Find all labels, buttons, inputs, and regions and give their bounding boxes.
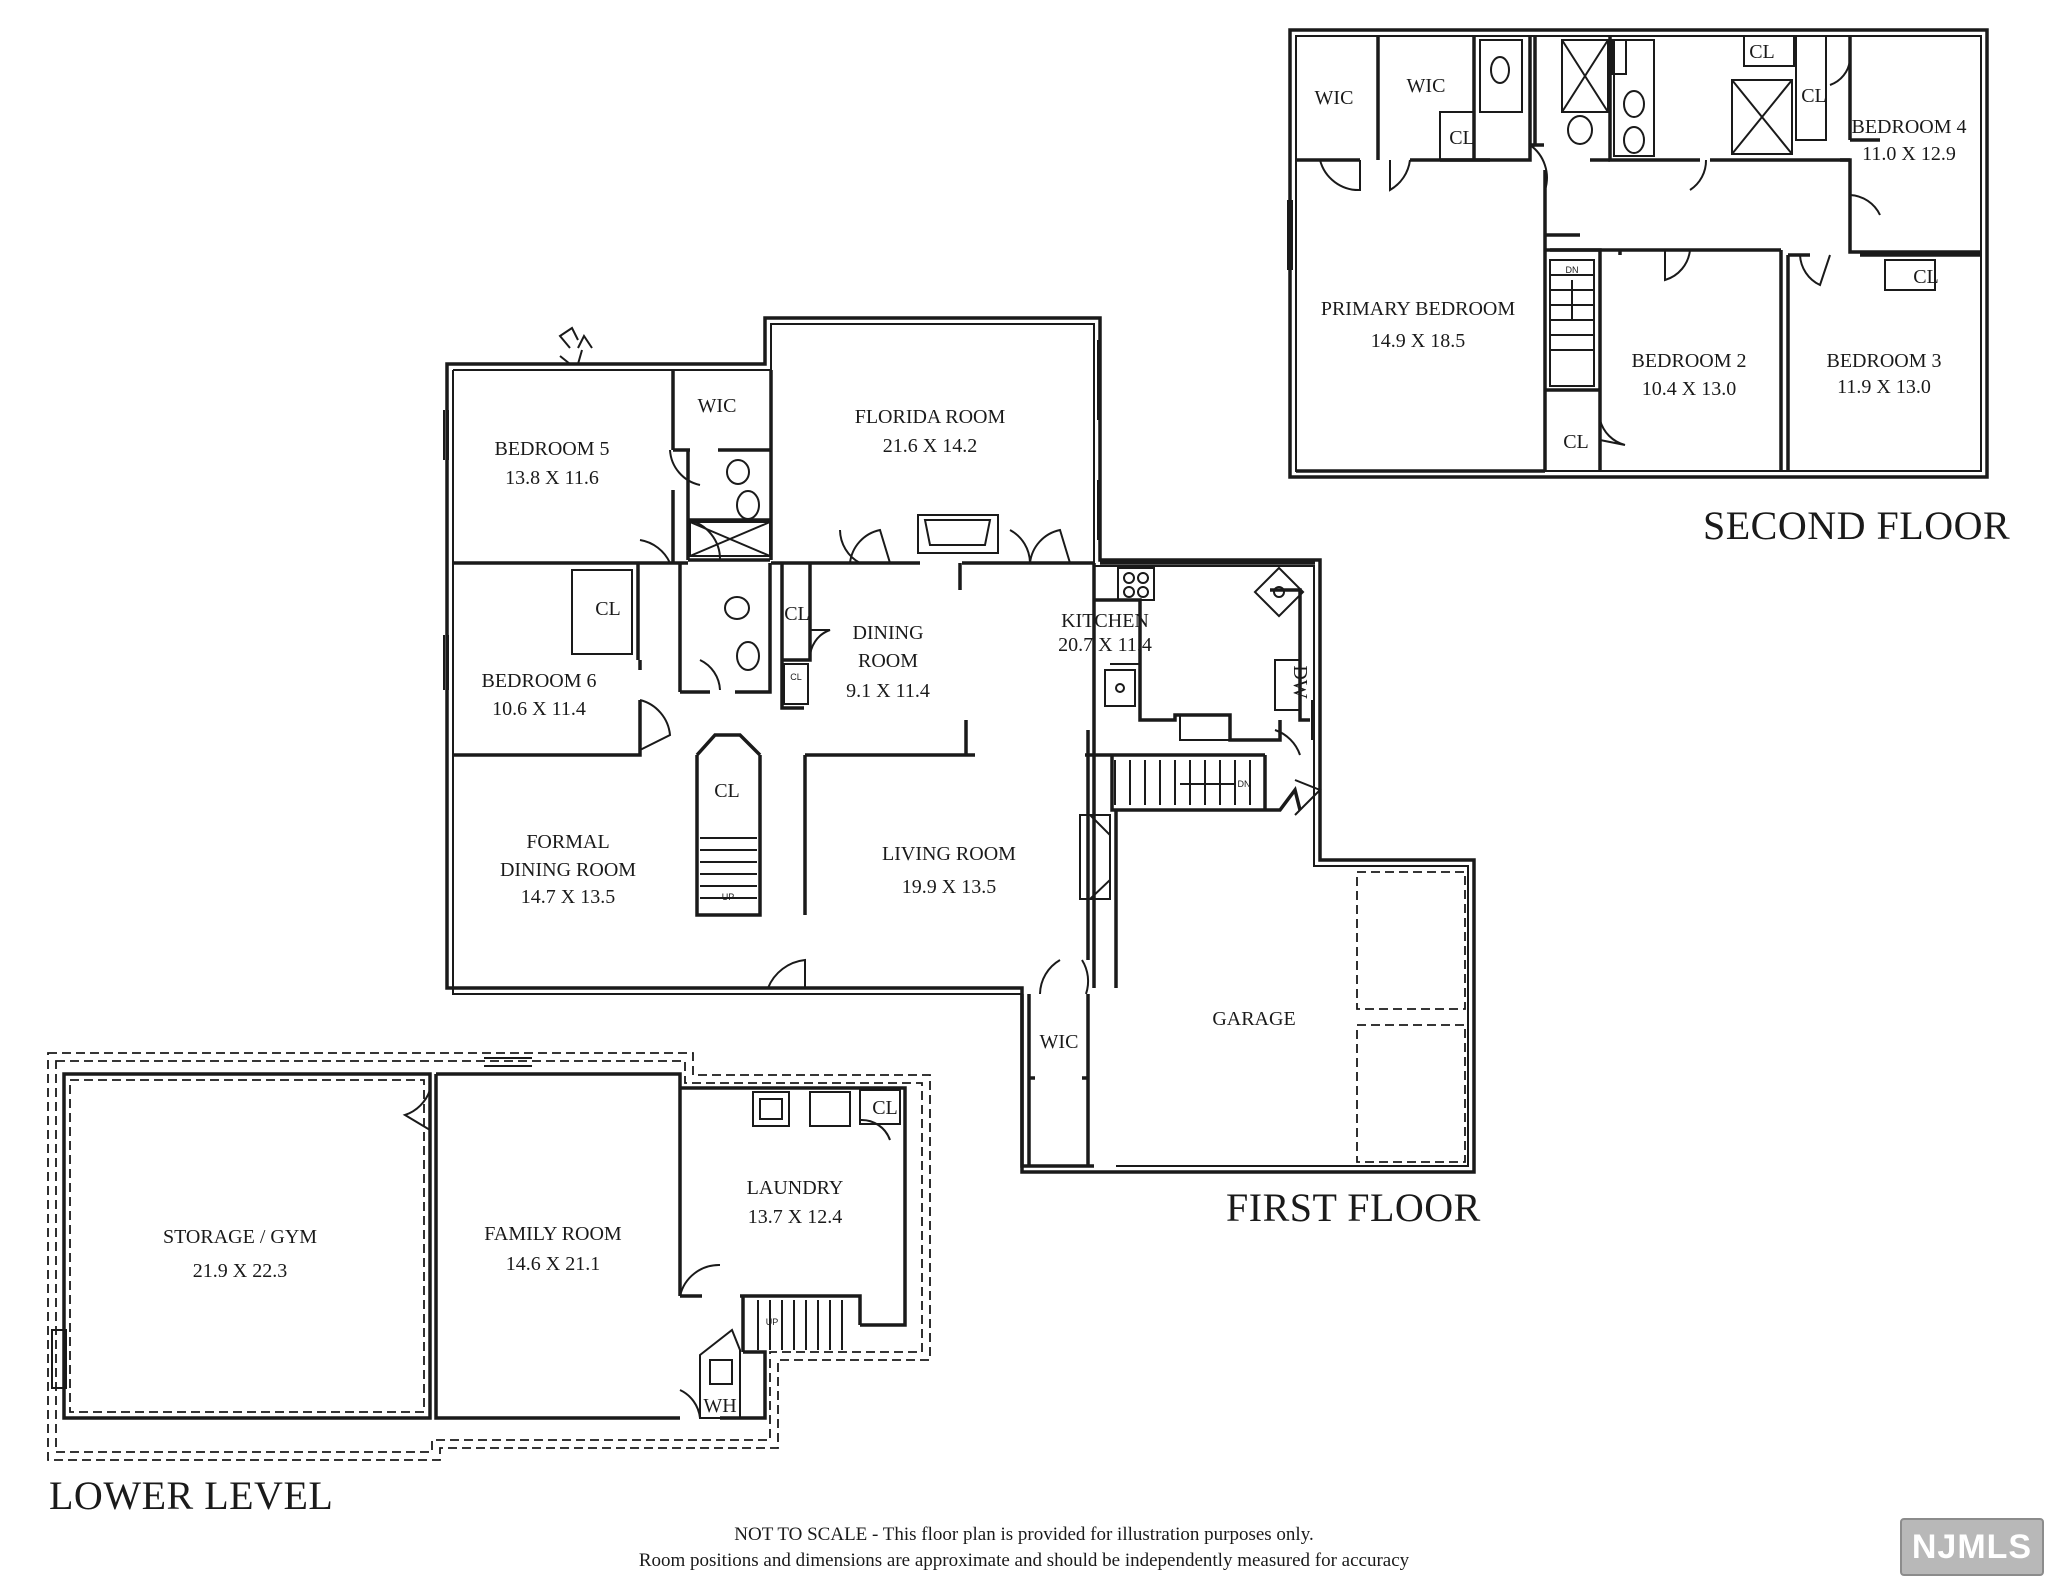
second-floor bbox=[1287, 28, 1989, 479]
room-label-dining-room: ROOM bbox=[858, 650, 918, 672]
room-label-formal-dining-room: DINING ROOM bbox=[500, 859, 636, 881]
room-label-closet: CL bbox=[595, 598, 621, 620]
room-dimensions-bedroom-5: 13.8 X 11.6 bbox=[505, 467, 599, 489]
room-label-wic: WIC bbox=[1407, 75, 1446, 97]
room-label-wic: WIC bbox=[1315, 87, 1354, 109]
room-label-formal-dining-room: FORMAL bbox=[526, 831, 609, 853]
room-label-primary-bedroom: PRIMARY BEDROOM bbox=[1321, 298, 1516, 320]
disclaimer-line-2: Room positions and dimensions are approx… bbox=[638, 1550, 1410, 1571]
room-dimensions-bedroom-6: 10.6 X 11.4 bbox=[492, 698, 586, 720]
room-label-bedroom-4: BEDROOM 4 bbox=[1851, 116, 1966, 138]
disclaimer-line-1: NOT TO SCALE - This floor plan is provid… bbox=[734, 1524, 1314, 1545]
lower-level bbox=[47, 1052, 931, 1461]
room-dimensions-dining-room: 9.1 X 11.4 bbox=[846, 680, 930, 702]
room-label-storage-gym: STORAGE / GYM bbox=[163, 1226, 317, 1248]
room-dimensions-bedroom-4: 11.0 X 12.9 bbox=[1862, 143, 1956, 165]
room-label-closet: CL bbox=[784, 603, 810, 625]
room-dimensions-florida-room: 21.6 X 14.2 bbox=[883, 435, 977, 457]
room-label-closet: CL bbox=[1801, 85, 1827, 107]
room-dimensions-bedroom-2: 10.4 X 13.0 bbox=[1642, 378, 1736, 400]
room-label-bedroom-3: BEDROOM 3 bbox=[1826, 350, 1941, 372]
room-label-closet: CL bbox=[714, 780, 740, 802]
room-label-bedroom-6: BEDROOM 6 bbox=[481, 670, 596, 692]
room-label-water-heater: WH bbox=[703, 1395, 736, 1417]
room-label-closet: CL bbox=[790, 672, 802, 682]
room-label-bedroom-2: BEDROOM 2 bbox=[1631, 350, 1746, 372]
dishwasher-label: DW bbox=[1289, 665, 1311, 698]
stair-direction-label: UP bbox=[766, 1317, 779, 1327]
njmls-logo: NJMLS bbox=[1900, 1518, 2044, 1576]
room-label-bedroom-5: BEDROOM 5 bbox=[494, 438, 609, 460]
first-floor-title: FIRST FLOOR bbox=[1226, 1185, 1481, 1230]
room-label-closet: CL bbox=[872, 1097, 898, 1119]
room-dimensions-laundry: 13.7 X 12.4 bbox=[748, 1206, 842, 1228]
room-dimensions-bedroom-3: 11.9 X 13.0 bbox=[1837, 376, 1931, 398]
lower-level-title: LOWER LEVEL bbox=[49, 1473, 334, 1518]
room-label-closet: CL bbox=[1449, 127, 1475, 149]
room-label-laundry: LAUNDRY bbox=[747, 1177, 844, 1199]
second-floor-title: SECOND FLOOR bbox=[1703, 503, 2011, 548]
stair-direction-label: DN bbox=[1238, 779, 1251, 789]
room-label-wic: WIC bbox=[698, 395, 737, 417]
stair-direction-label: DN bbox=[1566, 265, 1579, 275]
room-dimensions-formal-dining-room: 14.7 X 13.5 bbox=[521, 886, 615, 908]
room-label-wic: WIC bbox=[1040, 1031, 1079, 1053]
room-label-family-room: FAMILY ROOM bbox=[484, 1223, 622, 1245]
room-label-closet: CL bbox=[1749, 41, 1775, 63]
stair-direction-label: UP bbox=[722, 892, 735, 902]
room-label-closet: CL bbox=[1563, 431, 1589, 453]
room-dimensions-living-room: 19.9 X 13.5 bbox=[902, 876, 996, 898]
room-label-kitchen: KITCHEN bbox=[1061, 610, 1149, 632]
room-dimensions-primary-bedroom: 14.9 X 18.5 bbox=[1371, 330, 1465, 352]
room-dimensions-kitchen: 20.7 X 11.4 bbox=[1058, 634, 1152, 656]
room-label-florida-room: FLORIDA ROOM bbox=[855, 406, 1006, 428]
room-label-garage: GARAGE bbox=[1212, 1008, 1295, 1030]
first-floor bbox=[443, 316, 1476, 1174]
room-dimensions-storage-gym: 21.9 X 22.3 bbox=[193, 1260, 287, 1282]
room-dimensions-family-room: 14.6 X 21.1 bbox=[506, 1253, 600, 1275]
room-label-living-room: LIVING ROOM bbox=[882, 843, 1016, 865]
room-label-closet: CL bbox=[1913, 266, 1939, 288]
room-label-dining-room: DINING bbox=[852, 622, 923, 644]
